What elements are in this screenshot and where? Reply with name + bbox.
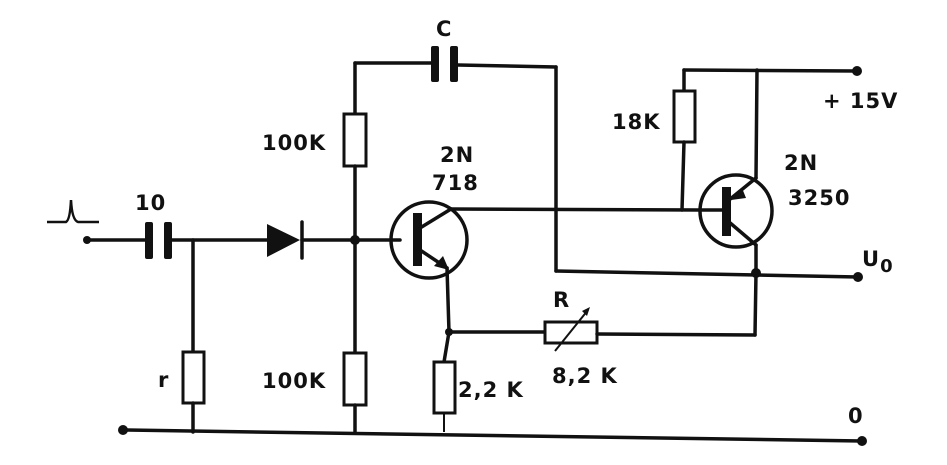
wire-t1-collector bbox=[449, 207, 702, 212]
resistor-18k-label: 18K bbox=[612, 110, 661, 134]
capacitor-c-plate-left bbox=[431, 46, 439, 82]
wire-supply bbox=[682, 68, 859, 73]
resistor-upper-label: 100K bbox=[262, 131, 326, 155]
transistor-t1 bbox=[389, 200, 469, 280]
output-label: U0 bbox=[862, 247, 894, 277]
wire-emitter-res bbox=[442, 330, 451, 364]
resistor-2-2k-label: 2,2 K bbox=[458, 378, 524, 402]
resistor-lower-label: 100K bbox=[262, 369, 326, 393]
wire-r-var-up bbox=[753, 271, 758, 337]
resistor-upper-100k bbox=[342, 112, 368, 168]
diode bbox=[267, 220, 304, 260]
wire-18k-bottom bbox=[680, 140, 686, 212]
wire-ground bbox=[121, 428, 864, 443]
resistor-18k bbox=[672, 89, 697, 144]
resistor-r bbox=[181, 350, 206, 405]
capacitor-c-plate-right bbox=[450, 46, 458, 82]
input-capacitor bbox=[145, 222, 172, 259]
transistor-t1-label-line2: 718 bbox=[432, 171, 479, 195]
wire-c-right bbox=[456, 63, 558, 69]
variable-resistor-value: 8,2 K bbox=[552, 364, 618, 388]
output-terminal[interactable] bbox=[853, 272, 863, 282]
input-capacitor-label: 10 bbox=[135, 191, 166, 215]
wire-t1-emitter bbox=[445, 266, 451, 334]
variable-arrow-head-icon bbox=[582, 307, 590, 316]
capacitor-c-label: C bbox=[436, 17, 452, 41]
ground-label: 0 bbox=[848, 404, 864, 428]
transistor-t2-label-line1: 2N bbox=[784, 151, 818, 175]
resistor-r-label: r bbox=[158, 368, 169, 392]
variable-arrow bbox=[554, 309, 589, 352]
ground-terminal-right[interactable] bbox=[857, 436, 867, 446]
wire-r-var-right bbox=[595, 332, 757, 337]
transistor-t1-label-line1: 2N bbox=[440, 143, 474, 167]
wire-output bbox=[554, 269, 860, 279]
variable-resistor-name: R bbox=[553, 288, 570, 312]
resistor-lower-100k bbox=[342, 351, 368, 407]
ground-terminal-left[interactable] bbox=[118, 425, 128, 435]
supply-label: + 15V bbox=[823, 89, 898, 113]
input-pulse-icon bbox=[47, 199, 99, 224]
resistor-2-2k bbox=[432, 360, 457, 415]
transistor-t2-label-line2: 3250 bbox=[788, 186, 850, 210]
wire-t2-emitter bbox=[754, 68, 759, 180]
input-terminal[interactable] bbox=[83, 236, 149, 244]
transistor-t2 bbox=[698, 173, 774, 249]
supply-terminal[interactable] bbox=[852, 66, 862, 76]
